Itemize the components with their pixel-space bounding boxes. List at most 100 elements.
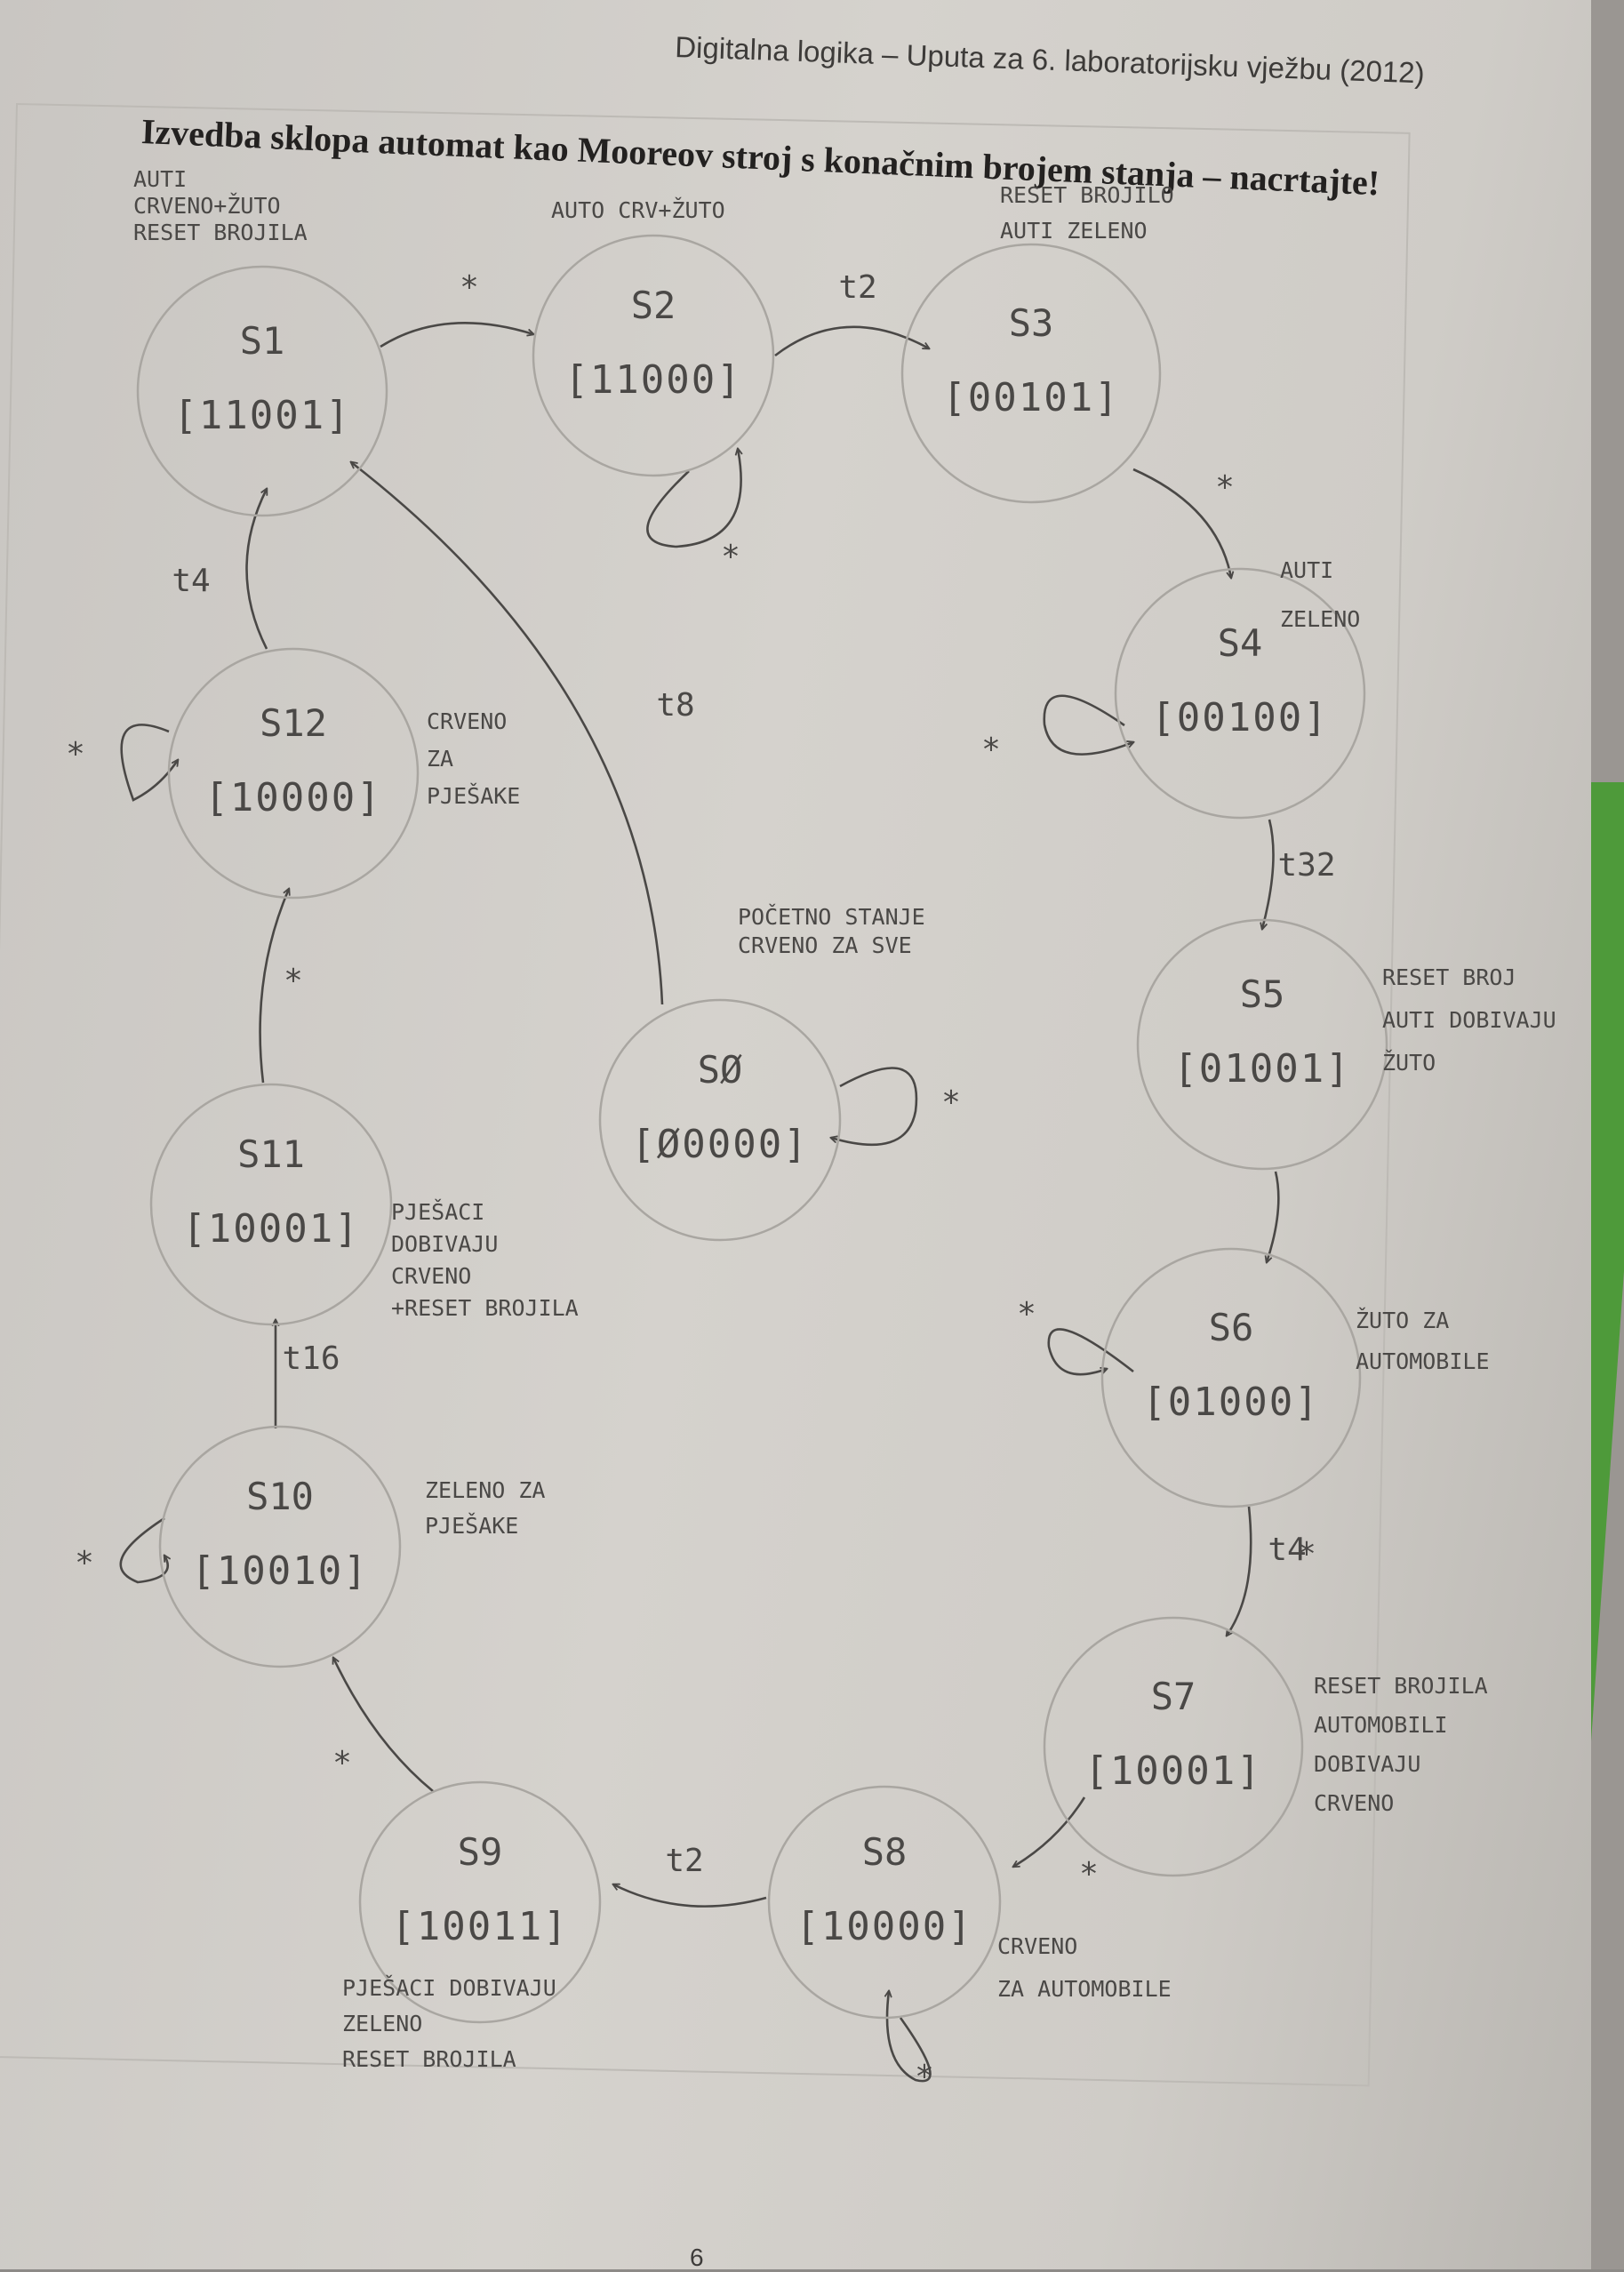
state-name: S7 bbox=[1151, 1675, 1196, 1718]
transition-label: t8 bbox=[656, 687, 694, 724]
transition-s0-s0: * bbox=[831, 1067, 961, 1147]
transition-arrow bbox=[1227, 1506, 1252, 1636]
transition-s1-s2: * bbox=[380, 269, 533, 348]
state-code: [00100] bbox=[1151, 695, 1328, 740]
state-name: S10 bbox=[246, 1475, 314, 1518]
state-name: S2 bbox=[631, 284, 676, 327]
transition-label: t16 bbox=[282, 1340, 340, 1377]
transition-s0-s1: t8 bbox=[351, 462, 695, 1005]
state-circle bbox=[532, 234, 775, 477]
state-circle bbox=[1114, 567, 1366, 820]
transition-arrow bbox=[351, 462, 664, 1005]
transition-arrow bbox=[887, 1991, 932, 2083]
transition-arrow bbox=[646, 449, 740, 548]
state-annotation: RESET BROJILA bbox=[342, 2046, 516, 2072]
transition-label: t4 bbox=[1268, 1532, 1306, 1568]
transition-label: * bbox=[915, 2059, 934, 2095]
state-annotation: +RESET BROJILA bbox=[391, 1295, 579, 1321]
transition-s4-s5: t32 bbox=[1262, 819, 1336, 929]
state-annotation: RESET BROJ bbox=[1382, 964, 1516, 990]
state-code: [10010] bbox=[191, 1548, 368, 1594]
transition-arrow bbox=[1267, 1171, 1280, 1262]
transition-arrow bbox=[774, 325, 929, 357]
transition-s2-s3: t2 bbox=[774, 269, 929, 357]
state-annotation: CRVENO ZA SVE bbox=[738, 932, 912, 958]
state-circle bbox=[167, 647, 420, 900]
transition-label: * bbox=[1215, 469, 1235, 506]
state-s8: S8[10000] bbox=[767, 1785, 1002, 2020]
state-annotation: RESET BROJILA bbox=[133, 220, 308, 245]
state-name: S1 bbox=[240, 319, 285, 363]
state-annotation: PJEŠACI DOBIVAJU bbox=[342, 1974, 556, 2001]
state-annotation: CRVENO+ŽUTO bbox=[133, 193, 281, 219]
state-s0: SØ [Ø0000] bbox=[598, 998, 842, 1242]
state-s7: S7[10001] bbox=[1043, 1616, 1304, 1877]
state-name: S4 bbox=[1218, 621, 1263, 665]
transition-label: * bbox=[332, 1745, 352, 1781]
state-code: [Ø0000] bbox=[631, 1122, 808, 1167]
transition-s9-s10: * bbox=[332, 1658, 434, 1793]
state-annotation: ZELENO ZA bbox=[425, 1477, 545, 1503]
transition-label: * bbox=[284, 963, 303, 999]
transition-s12-s12: * bbox=[66, 724, 178, 802]
transition-label: * bbox=[721, 539, 740, 575]
state-name: S5 bbox=[1240, 972, 1285, 1016]
state-name: S8 bbox=[862, 1830, 908, 1874]
transition-s8-s9: t2 bbox=[613, 1843, 767, 1908]
transition-label: * bbox=[941, 1084, 961, 1121]
transition-arrow bbox=[1262, 819, 1275, 929]
state-annotation: CRVENO bbox=[427, 708, 507, 734]
transition-s6-s6: * bbox=[1017, 1296, 1134, 1376]
state-code: [11000] bbox=[564, 357, 741, 403]
transition-arrow bbox=[831, 1067, 918, 1147]
state-circle bbox=[136, 265, 388, 517]
transition-s12-s1: t4 bbox=[172, 489, 267, 650]
state-circle bbox=[158, 1425, 402, 1668]
state-circle bbox=[1100, 1247, 1362, 1508]
transition-s7-s8: * bbox=[1013, 1796, 1099, 1892]
state-annotation: POČETNO STANJE bbox=[738, 903, 925, 930]
transition-label: t2 bbox=[665, 1843, 703, 1879]
state-s1: S1 [11001] bbox=[136, 265, 388, 517]
state-name: S9 bbox=[458, 1830, 503, 1874]
transition-label: t32 bbox=[1277, 847, 1335, 884]
transition-s11-s12: * bbox=[259, 889, 303, 1084]
state-name: S12 bbox=[260, 701, 327, 745]
state-code: [11001] bbox=[173, 393, 350, 438]
transition-s3-s4: * bbox=[1132, 468, 1235, 578]
state-circle bbox=[1043, 1616, 1304, 1877]
state-annotation: PJEŠAKE bbox=[425, 1512, 518, 1539]
transition-arrow bbox=[1047, 1328, 1134, 1376]
state-name: S6 bbox=[1209, 1306, 1254, 1349]
transition-label: * bbox=[75, 1545, 94, 1581]
transition-arrow bbox=[120, 724, 178, 802]
state-name: S3 bbox=[1009, 301, 1054, 345]
state-code: [10001] bbox=[182, 1206, 359, 1252]
state-s12: S12[10000] bbox=[167, 647, 420, 900]
transition-arrow bbox=[119, 1516, 168, 1584]
state-name: S11 bbox=[237, 1132, 305, 1176]
state-code: [01000] bbox=[1142, 1380, 1319, 1425]
transition-arrow bbox=[613, 1884, 767, 1908]
transition-arrow bbox=[259, 889, 289, 1084]
state-annotation: AUTI bbox=[1280, 557, 1333, 583]
state-s5: S5 [01001] bbox=[1136, 918, 1388, 1171]
state-annotation: AUTI DOBIVAJU bbox=[1382, 1007, 1556, 1033]
transition-arrow bbox=[380, 322, 533, 348]
state-annotation: RESET BROJILA bbox=[1314, 1673, 1488, 1699]
state-circle bbox=[767, 1785, 1002, 2020]
state-name: SØ bbox=[698, 1048, 743, 1092]
transition-s10-s11: t16 bbox=[276, 1320, 340, 1428]
state-code: [00101] bbox=[942, 375, 1119, 420]
state-s11: S11 [10001] bbox=[149, 1083, 393, 1326]
state-circle bbox=[149, 1083, 393, 1326]
paper-sheet bbox=[0, 0, 1591, 2269]
transition-s10-s10: * bbox=[75, 1516, 168, 1584]
transition-s4-s4: * bbox=[981, 694, 1133, 768]
transition-arrow bbox=[1132, 468, 1231, 578]
state-code: [01001] bbox=[1173, 1046, 1350, 1092]
transition-label: t4 bbox=[172, 563, 210, 599]
state-annotation: PJEŠACI bbox=[391, 1198, 484, 1225]
state-annotation: DOBIVAJU bbox=[391, 1231, 498, 1257]
state-annotation: AUTO CRV+ŽUTO bbox=[551, 197, 725, 223]
